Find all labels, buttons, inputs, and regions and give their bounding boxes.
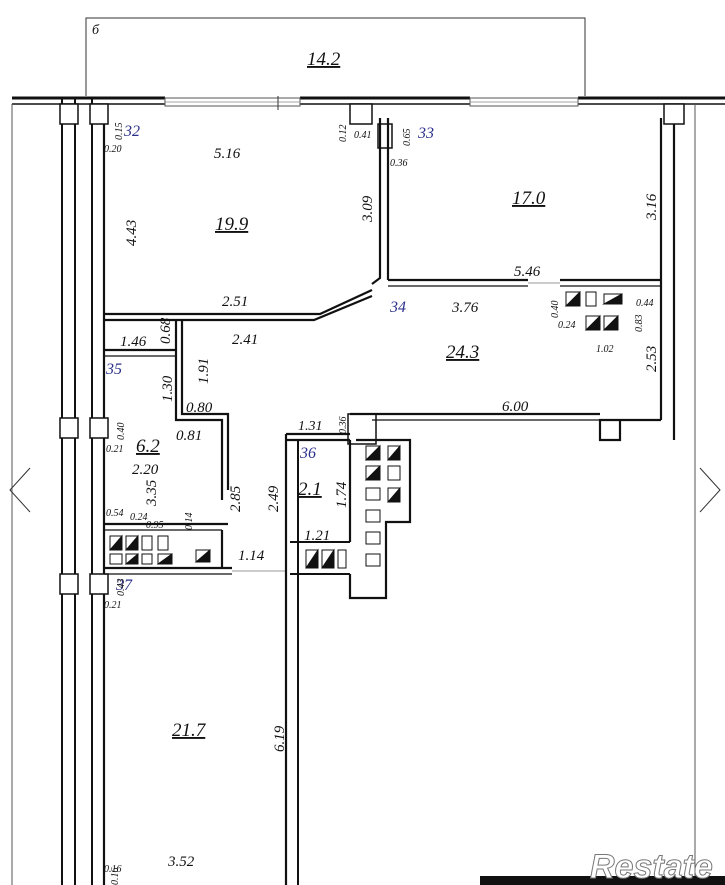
dim-label: 0.16 bbox=[104, 864, 122, 875]
dim-label: 0.24 bbox=[130, 512, 148, 523]
balcony-area: 14.2 bbox=[307, 49, 341, 70]
room-number-37: 37 bbox=[115, 577, 133, 594]
dim-label: 0.80 bbox=[186, 400, 213, 416]
room-number-35: 35 bbox=[105, 361, 122, 378]
dim-label: 0.36 bbox=[390, 158, 408, 169]
balcony: б 14.2 bbox=[85, 17, 586, 96]
dim-label: 0.21 bbox=[104, 600, 122, 611]
dim-label: 1.46 bbox=[120, 334, 147, 350]
dim-label: 1.21 bbox=[304, 528, 330, 544]
dim-label: 2.85 bbox=[228, 485, 244, 512]
dim-label: 0.68 bbox=[158, 317, 174, 344]
dim-label: 0.21 bbox=[106, 444, 124, 455]
dim-label: 5.46 bbox=[514, 264, 541, 280]
dim-label: 2.41 bbox=[232, 332, 258, 348]
dim-label: 1.74 bbox=[334, 481, 350, 508]
dim-label: 0.24 bbox=[558, 320, 576, 331]
room-area-33: 17.0 bbox=[512, 188, 546, 209]
dim-label: 0.40 bbox=[550, 301, 561, 319]
dim-label: 5.16 bbox=[214, 146, 241, 162]
room-area-32: 19.9 bbox=[215, 214, 249, 235]
dim-label: 1.30 bbox=[160, 375, 176, 402]
dim-label: 2.51 bbox=[222, 294, 248, 310]
room-areas: 19.9 17.0 24.3 6.2 2.1 21.7 bbox=[136, 188, 546, 741]
dim-label: 0.83 bbox=[634, 315, 645, 333]
dim-label: 0.44 bbox=[636, 298, 654, 309]
dim-label: 2.49 bbox=[266, 485, 282, 512]
room-number-36: 36 bbox=[299, 445, 316, 462]
dim-label: 0.20 bbox=[104, 144, 122, 155]
watermark-bar bbox=[480, 876, 725, 885]
dim-label: 6.19 bbox=[272, 725, 288, 752]
dim-label: 6.00 bbox=[502, 399, 529, 415]
dim-label: 0.15 bbox=[114, 123, 125, 141]
dim-label: 0.36 bbox=[338, 417, 349, 435]
room-area-34: 24.3 bbox=[446, 342, 479, 363]
dim-label: 2.53 bbox=[644, 346, 660, 372]
dim-label: 2.20 bbox=[132, 462, 159, 478]
room-number-33: 33 bbox=[417, 125, 434, 142]
room-number-34: 34 bbox=[389, 299, 406, 316]
room-area-36: 2.1 bbox=[298, 479, 322, 500]
dimension-labels: 0.15 0.20 5.16 4.43 3.09 0.12 0.41 0.65 … bbox=[104, 123, 660, 885]
room-numbers: 32 33 34 35 36 37 bbox=[105, 123, 434, 594]
dim-label: 3.16 bbox=[644, 193, 660, 221]
dim-label: 0.16 bbox=[110, 868, 121, 885]
room-number-32: 32 bbox=[123, 123, 140, 140]
fixtures bbox=[108, 290, 623, 569]
balcony-label: б bbox=[92, 23, 100, 38]
dim-label: 0.81 bbox=[176, 428, 202, 444]
dim-label: 0.65 bbox=[402, 129, 413, 147]
dim-label: 1.91 bbox=[196, 358, 212, 384]
dim-label: 0.40 bbox=[116, 423, 127, 441]
dim-label: 0.43 bbox=[116, 579, 127, 597]
room-area-35: 6.2 bbox=[136, 436, 160, 457]
dim-label: 0.95 bbox=[146, 520, 164, 531]
dim-label: 3.09 bbox=[360, 195, 376, 223]
dim-label: 4.43 bbox=[124, 220, 140, 246]
interior-walls bbox=[104, 118, 661, 885]
dim-label: 3.35 bbox=[144, 479, 160, 507]
dim-label: 0.41 bbox=[354, 130, 372, 141]
room-area-37: 21.7 bbox=[172, 720, 207, 741]
dim-label: 3.52 bbox=[167, 854, 195, 870]
dim-label: 3.76 bbox=[451, 300, 479, 316]
dim-label: 1.14 bbox=[238, 548, 265, 564]
dim-label: 1.02 bbox=[596, 344, 614, 355]
dim-label: 0.14 bbox=[184, 513, 195, 531]
exterior-walls bbox=[9, 96, 725, 885]
dim-label: 0.54 bbox=[106, 508, 124, 519]
dim-label: 1.31 bbox=[298, 419, 323, 434]
dim-label: 0.12 bbox=[338, 125, 349, 143]
watermark: Restate bbox=[590, 848, 713, 885]
